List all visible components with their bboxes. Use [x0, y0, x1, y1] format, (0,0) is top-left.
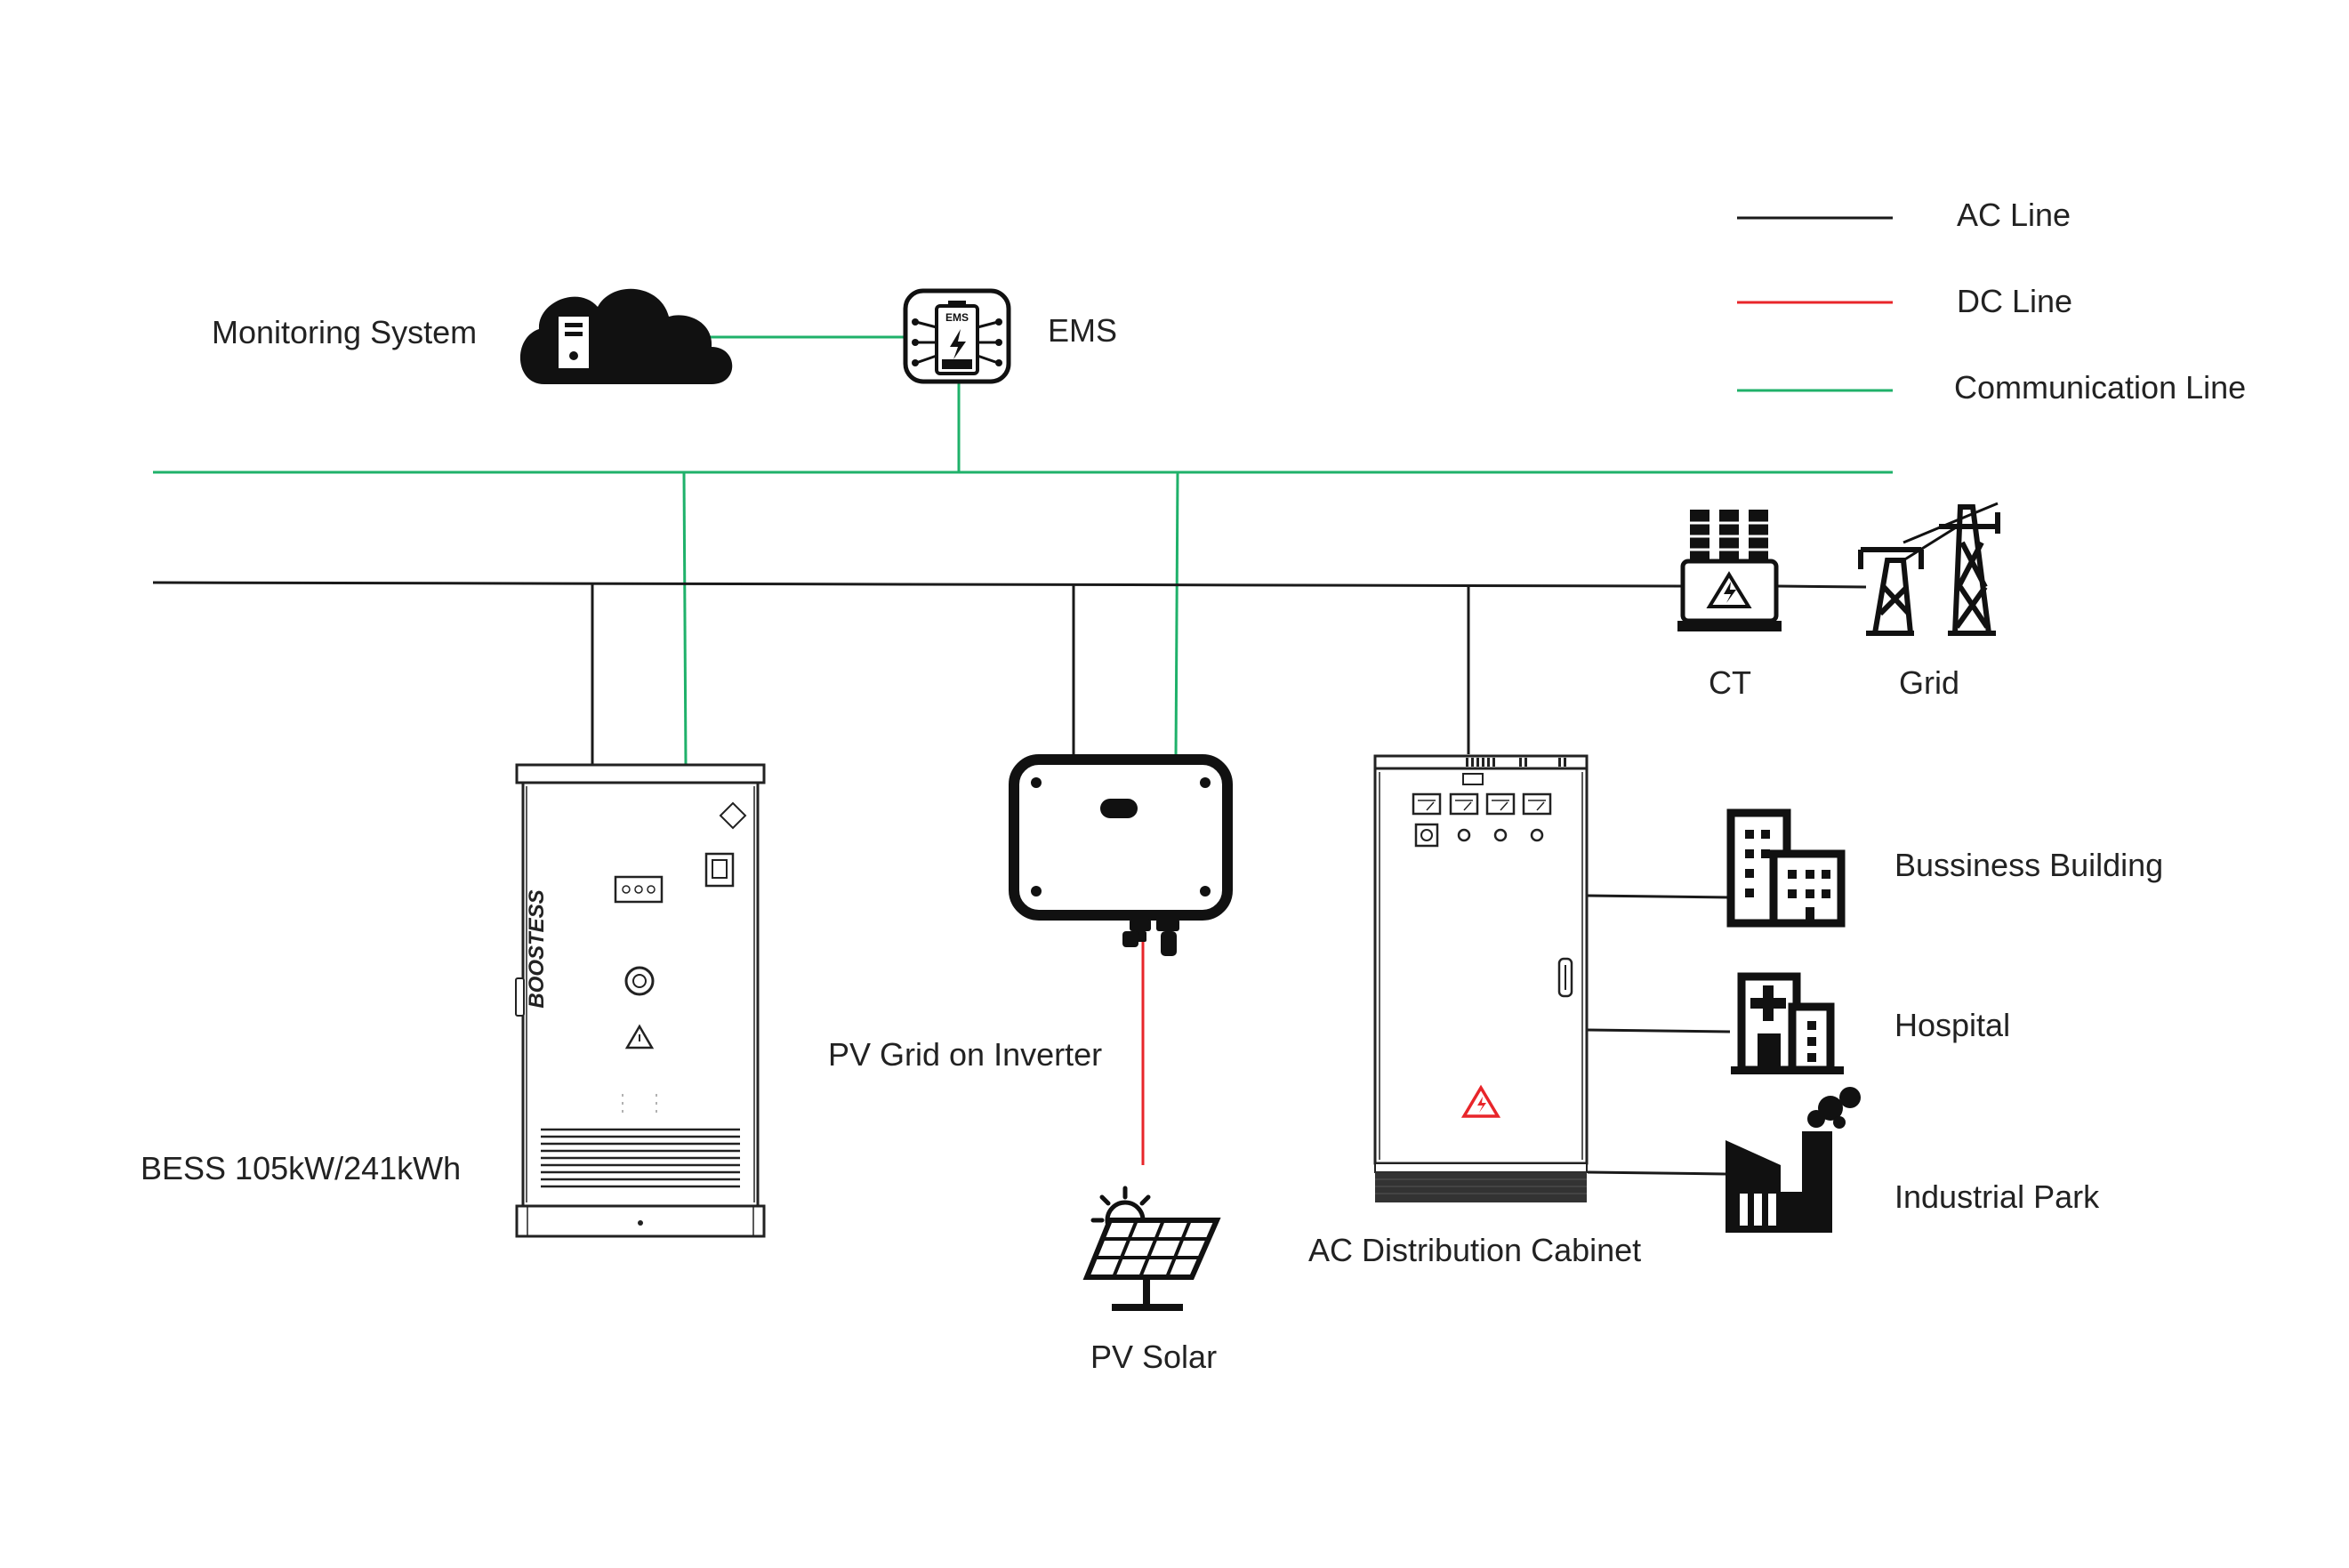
- bess-label: BESS 105kW/241kWh: [141, 1150, 462, 1186]
- industrial-park-label: Industrial Park: [1894, 1178, 2100, 1215]
- cloud-server-icon: [519, 288, 733, 384]
- solar-panel-icon: [1082, 1186, 1221, 1311]
- ac-distribution-cabinet: [1373, 754, 1589, 1202]
- ac-lines: [152, 581, 1867, 1176]
- grid-label: Grid: [1899, 664, 1960, 701]
- bess-brand: BOOSTESS: [525, 889, 549, 1008]
- ems-label: EMS: [1048, 312, 1118, 349]
- factory-icon: [1726, 1087, 1861, 1233]
- legend-dc-label: DC Line: [1957, 283, 2073, 319]
- ems-icon-text: EMS: [945, 311, 969, 324]
- communication-lines: [153, 335, 1893, 766]
- bess-cabinet: BOOSTESS: [515, 763, 766, 1238]
- pv-inverter-icon: [1009, 754, 1233, 956]
- pv-solar-label: PV Solar: [1090, 1339, 1218, 1375]
- ac-cabinet-label: AC Distribution Cabinet: [1308, 1232, 1642, 1268]
- business-building-label: Bussiness Building: [1894, 847, 2164, 883]
- legend-comm-label: Communication Line: [1954, 369, 2247, 406]
- ems-icon: EMS: [903, 288, 1011, 384]
- legend-ac-label: AC Line: [1957, 197, 2071, 233]
- transformer-icon: [1677, 510, 1782, 631]
- monitoring-system-label: Monitoring System: [212, 314, 478, 350]
- hospital-icon: [1731, 972, 1844, 1074]
- pv-inverter-label: PV Grid on Inverter: [828, 1036, 1103, 1073]
- office-building-icon: [1726, 808, 1846, 928]
- hospital-label: Hospital: [1894, 1007, 2011, 1043]
- transmission-tower-icon: [1858, 502, 2000, 636]
- ct-label: CT: [1709, 664, 1751, 701]
